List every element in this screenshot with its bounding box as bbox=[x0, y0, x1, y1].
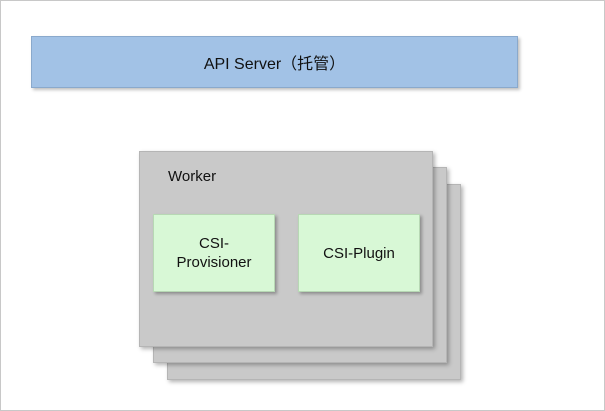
csi-plugin-box: CSI-Plugin bbox=[298, 214, 420, 292]
csi-provisioner-label-line-2: Provisioner bbox=[176, 254, 252, 271]
worker-box: Worker CSI- Provisioner CSI-Plugin bbox=[139, 151, 433, 347]
csi-provisioner-label-line-1: CSI- bbox=[199, 235, 229, 252]
csi-plugin-label: CSI-Plugin bbox=[323, 244, 395, 262]
api-server-box: API Server（托管） bbox=[31, 36, 518, 88]
api-server-label: API Server（托管） bbox=[203, 56, 346, 73]
csi-provisioner-box: CSI- Provisioner bbox=[153, 214, 275, 292]
worker-label: Worker bbox=[168, 168, 217, 185]
